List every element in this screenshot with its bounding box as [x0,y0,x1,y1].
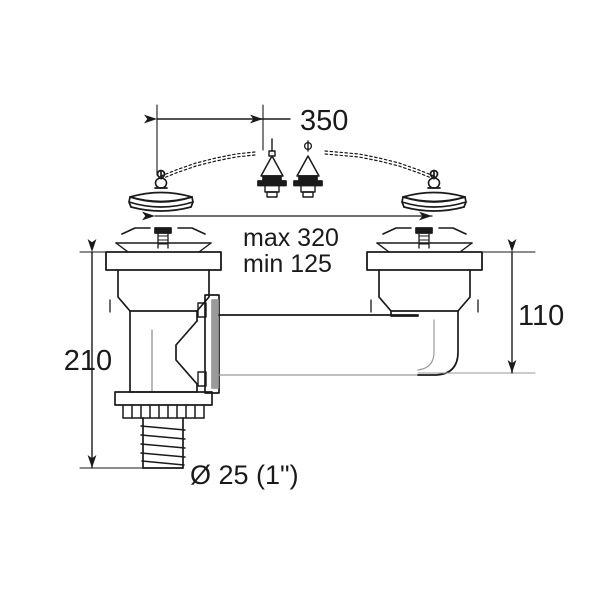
chain-pendant-right [293,140,323,198]
left-plug [128,169,194,212]
outlet-hose-barb [140,417,186,469]
dimension-label-min: min 125 [243,250,332,278]
left-strainer [105,227,222,271]
chain-left [160,151,256,180]
dimension-label-max: max 320 [243,224,339,252]
dimension-label-110: 110 [518,300,564,332]
chain-pendant-left [257,138,287,198]
right-elbow-pipe [390,310,459,376]
dimension-trap-height [417,239,536,374]
dimension-label-210: 210 [64,345,112,377]
chain-right [324,150,435,180]
right-waste-body [370,269,479,313]
dimension-label-350: 350 [300,105,348,137]
dimension-overall-height [79,239,222,469]
left-pipe-flange [197,294,220,394]
right-plug [401,169,467,212]
left-waste-body [109,269,218,419]
dimension-label-diameter: Ø 25 (1") [190,460,299,490]
right-strainer [366,227,483,271]
dimension-chain-span [144,104,291,176]
connecting-pipe [218,314,419,376]
